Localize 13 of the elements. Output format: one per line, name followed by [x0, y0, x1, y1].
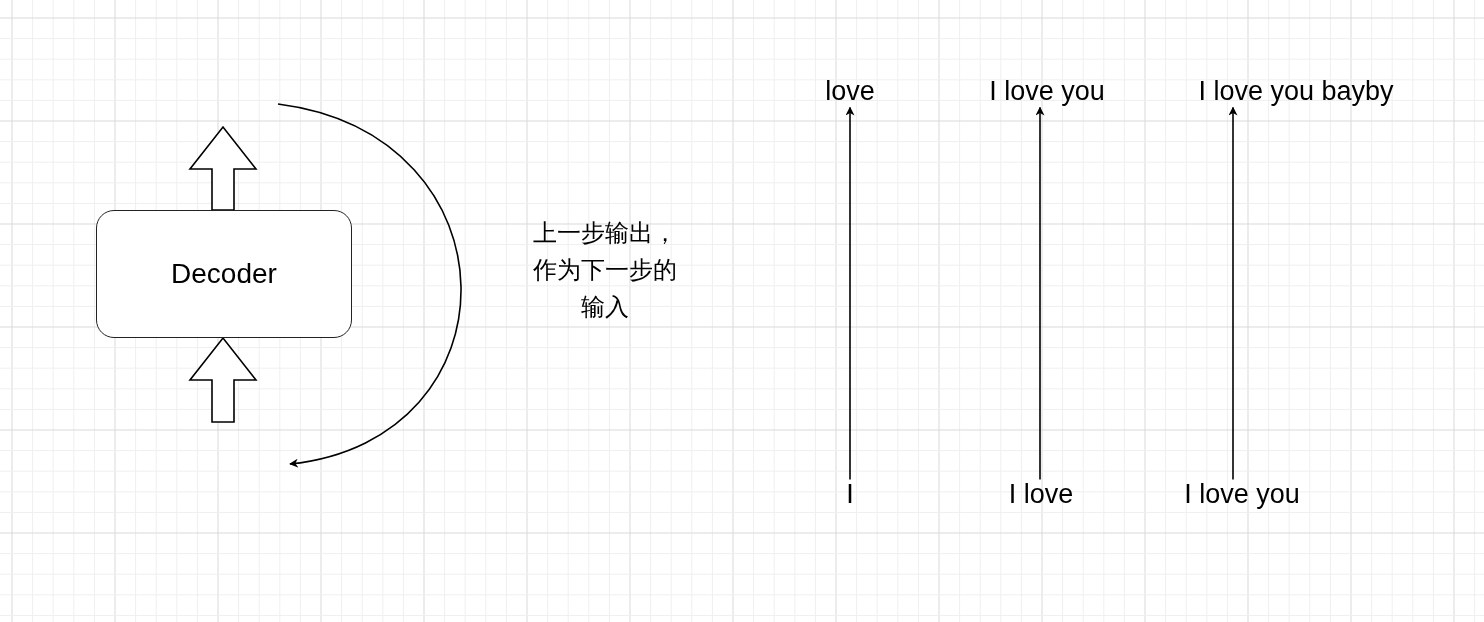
text-label: I love you bayby: [1198, 76, 1394, 108]
text-label: love: [825, 76, 875, 108]
note-text: 上一步输出，作为下一步的输入: [532, 218, 678, 322]
decoder-box: Decoder: [96, 210, 352, 338]
arrow: [845, 106, 855, 481]
text-label: I love: [1008, 479, 1074, 511]
block-arrow: [188, 336, 258, 423]
block-arrow: [188, 125, 258, 211]
text-label: I love you: [1184, 479, 1300, 511]
text-label: I love you: [989, 76, 1105, 108]
arrow: [1228, 106, 1238, 481]
arrow: [1035, 106, 1045, 481]
text-label: I: [846, 479, 854, 511]
